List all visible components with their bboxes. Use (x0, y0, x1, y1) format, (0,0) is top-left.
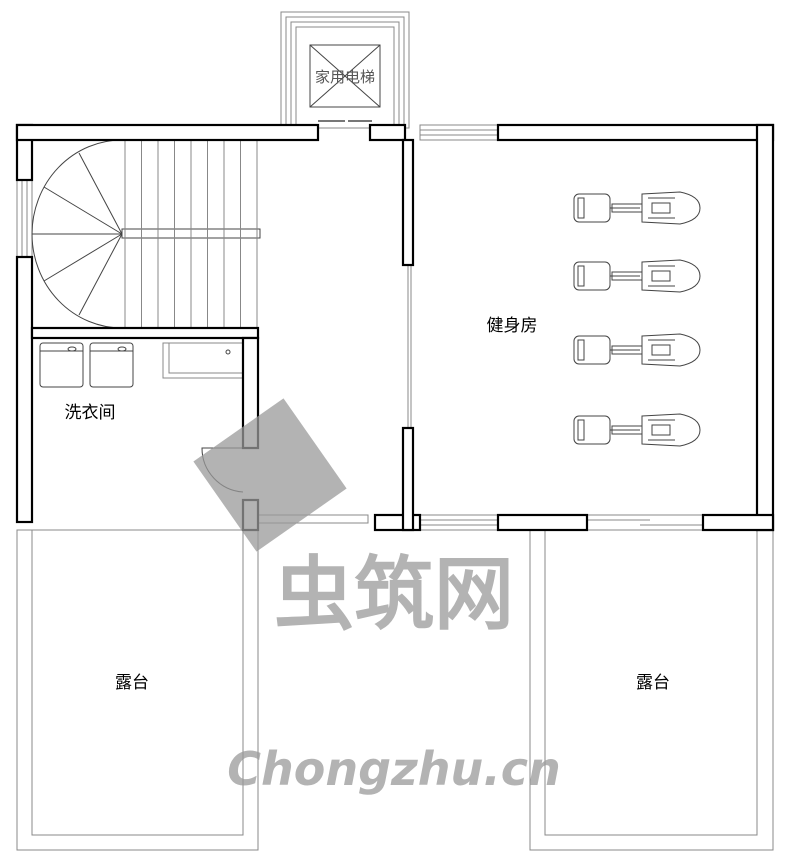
gym-equipment (573, 191, 701, 447)
elevator: 家用电梯 (280, 11, 410, 129)
watermark-brand: 虫筑网 (274, 548, 514, 641)
treadmill (573, 333, 701, 367)
laundry-label: 洗衣间 (65, 403, 116, 423)
elevator-label: 家用电梯 (315, 68, 375, 86)
walls (15, 123, 775, 532)
gym-label: 健身房 (487, 316, 538, 336)
treadmill (573, 191, 701, 225)
terrace-left-label: 露台 (115, 673, 149, 693)
washing-machines (39, 342, 244, 388)
watermark: 虫筑网 Chongzhu.cn (193, 398, 561, 796)
treadmill (573, 259, 701, 293)
watermark-logo (193, 398, 347, 552)
watermark-site: Chongzhu.cn (227, 742, 561, 796)
staircase (31, 139, 261, 329)
treadmill (573, 413, 701, 447)
terrace-left (16, 529, 259, 851)
terrace-right-label: 露台 (636, 673, 670, 693)
